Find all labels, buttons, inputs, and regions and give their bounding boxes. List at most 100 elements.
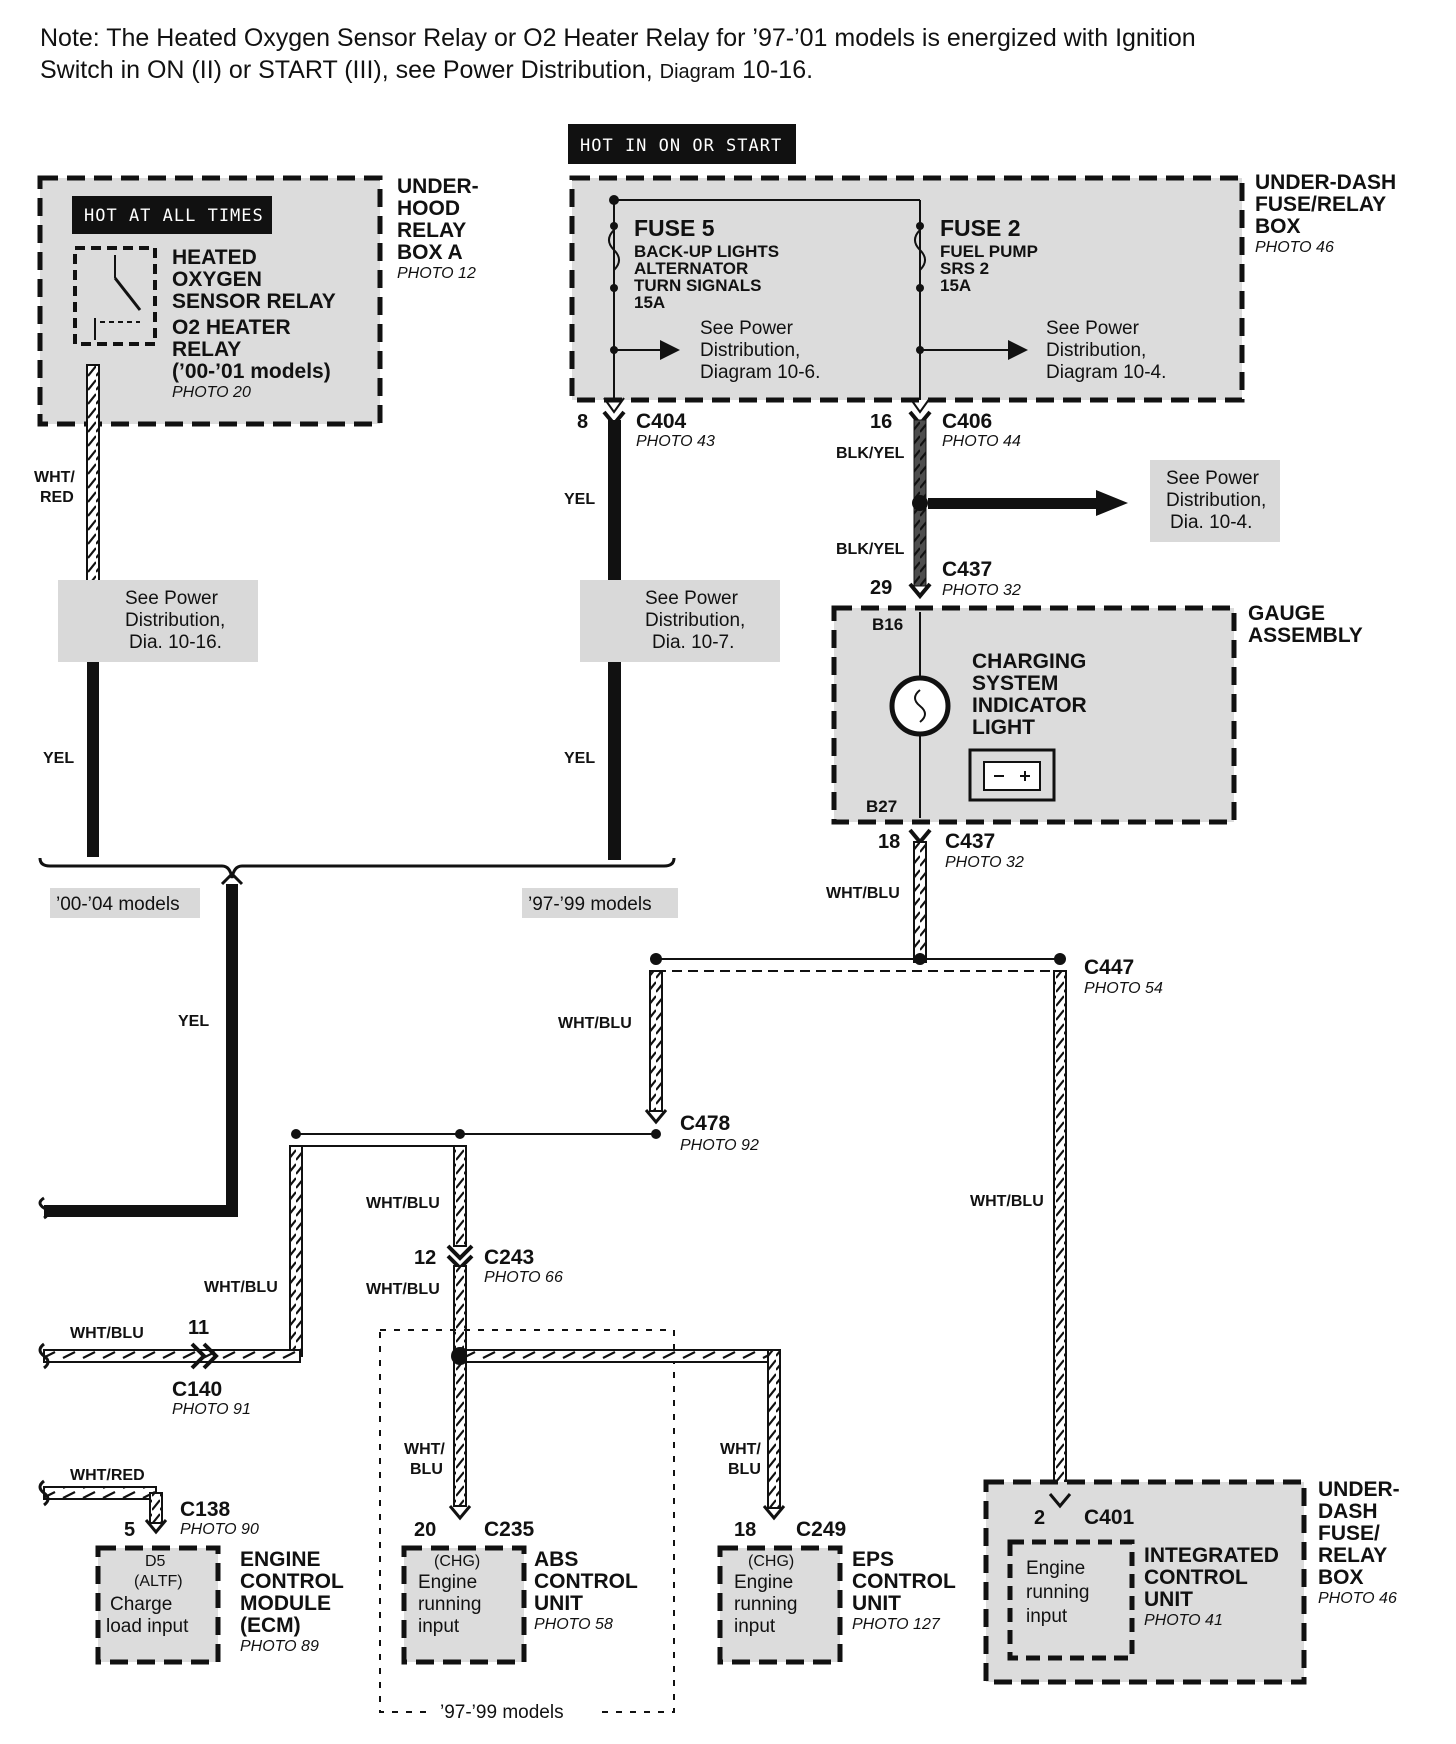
ecm-name-2: CONTROL bbox=[240, 1570, 344, 1593]
gauge-pin-b16: B16 bbox=[872, 615, 903, 634]
fuse-2-icon bbox=[916, 222, 924, 230]
under-hood-name-2: HOOD bbox=[397, 197, 460, 220]
fuse-5-line-4: 15A bbox=[634, 293, 665, 312]
note-line-2: Switch in ON (II) or START (III), see Po… bbox=[40, 56, 813, 84]
c404-wire: 8 C404 PHOTO 43 YEL YEL See Power Distri… bbox=[564, 410, 780, 860]
ecm-pin-4: load input bbox=[106, 1616, 189, 1637]
fuse-5-title: FUSE 5 bbox=[634, 215, 715, 241]
battery-icon bbox=[983, 761, 1041, 791]
hot-in-on-or-start-label: HOT IN ON OR START bbox=[580, 136, 782, 156]
abs-pin-2: Engine bbox=[418, 1572, 477, 1593]
c437-bottom-pin: 18 bbox=[878, 831, 900, 853]
icu-box-photo: PHOTO 46 bbox=[1318, 1590, 1397, 1607]
wire-label-wht-red-2: RED bbox=[40, 489, 74, 506]
ref-left-bg bbox=[58, 580, 258, 662]
fuse-2-line-2: SRS 2 bbox=[940, 259, 989, 278]
c401-pin: 2 bbox=[1034, 1507, 1045, 1529]
icu-name-3: UNIT bbox=[1144, 1588, 1193, 1611]
c406-pin: 16 bbox=[870, 411, 892, 433]
abs-pin-4: input bbox=[418, 1616, 460, 1637]
icu-box-outline bbox=[983, 1479, 1307, 1685]
ref-right-3: Dia. 10-4. bbox=[1170, 512, 1252, 533]
c447-splice: C447 PHOTO 54 WHT/BLU C478 PHOTO 92 WHT/… bbox=[558, 953, 1163, 1494]
ref-diagram-10-4-line-2: Distribution, bbox=[1046, 340, 1146, 361]
eps-name-1: EPS bbox=[852, 1548, 894, 1571]
c140-pin: 11 bbox=[188, 1317, 209, 1339]
relay-line-1: HEATED bbox=[172, 246, 257, 269]
fuse-2-line-1: FUEL PUMP bbox=[940, 242, 1038, 261]
under-dash-name-2: FUSE/RELAY bbox=[1255, 193, 1386, 216]
c138-pin: 5 bbox=[124, 1519, 135, 1541]
gauge-pin-b27: B27 bbox=[866, 797, 897, 816]
hot-at-all-times-banner bbox=[72, 196, 272, 234]
wire-label-yel-left: YEL bbox=[43, 750, 74, 767]
icu-box-name-3: FUSE/ bbox=[1318, 1522, 1380, 1545]
label-00-04-models: ’00-’04 models bbox=[56, 894, 180, 915]
relay-icon bbox=[73, 246, 157, 346]
under-hood-relay-box: HOT AT ALL TIMES UNDER- HOOD RELAY BOX A… bbox=[37, 175, 479, 427]
c243-name: C243 bbox=[484, 1246, 534, 1269]
left-wire: WHT/ RED YEL See Power Distribution, Dia… bbox=[34, 364, 258, 857]
ref-middle-3: Dia. 10-7. bbox=[652, 632, 734, 653]
ref-diagram-10-6-line-1: See Power bbox=[700, 318, 794, 339]
icu-name-1: INTEGRATED bbox=[1144, 1544, 1279, 1567]
abs-outline bbox=[401, 1545, 527, 1665]
wire-label-yel-mid-bottom: YEL bbox=[564, 750, 595, 767]
under-dash-name-1: UNDER-DASH bbox=[1255, 171, 1396, 194]
icu-pin-outline bbox=[1007, 1539, 1135, 1661]
ecm: WHT/RED 5 C138 PHOTO 90 D5 (ALTF) Charge… bbox=[38, 1467, 344, 1665]
c243-photo: PHOTO 66 bbox=[484, 1269, 563, 1286]
abs-pin-3: running bbox=[418, 1594, 481, 1615]
gauge-name-2: ASSEMBLY bbox=[1248, 624, 1363, 647]
wire-label-wht-blu-icu: WHT/BLU bbox=[970, 1193, 1044, 1210]
under-dash-fuse-relay-box: HOT IN ON OR START UNDER-DASH FUSE/RELAY… bbox=[568, 124, 1396, 403]
wire-label-yel-mid-top: YEL bbox=[564, 491, 595, 508]
old-models-region: ’97-’99 models WHT/ BLU WHT/ BLU bbox=[379, 1329, 781, 1726]
ref-middle-bg bbox=[580, 580, 780, 662]
fuse-5-line-3: TURN SIGNALS bbox=[634, 276, 762, 295]
light-line-1: CHARGING bbox=[972, 650, 1086, 673]
wire-label-wht-blu-gauge: WHT/BLU bbox=[826, 885, 900, 902]
ecm-pin-2: (ALTF) bbox=[134, 1573, 183, 1590]
label-97-99-models: ’97-’99 models bbox=[528, 894, 652, 915]
c249-pin: 18 bbox=[734, 1519, 756, 1541]
c140-photo: PHOTO 91 bbox=[172, 1401, 251, 1418]
light-line-3: INDICATOR bbox=[972, 694, 1087, 717]
c437-top-pin: 29 bbox=[870, 577, 892, 599]
label-97-99-models-bottom: ’97-’99 models bbox=[440, 1702, 564, 1723]
gauge-assembly: GAUGE ASSEMBLY B16 B27 CHARGING SYSTEM I… bbox=[831, 602, 1363, 825]
c406-wire: 16 C406 PHOTO 44 BLK/YEL BLK/YEL See Pow… bbox=[836, 410, 1280, 600]
c437-bottom-photo: PHOTO 32 bbox=[945, 854, 1024, 871]
c437-bottom-name: C437 bbox=[945, 830, 995, 853]
icu-photo: PHOTO 41 bbox=[1144, 1612, 1223, 1629]
relay-line-3: SENSOR RELAY bbox=[172, 290, 336, 313]
eps-pin-2: Engine bbox=[734, 1572, 793, 1593]
c404-photo: PHOTO 43 bbox=[636, 433, 715, 450]
ecm-outline bbox=[95, 1545, 221, 1665]
eps-pin-3: running bbox=[734, 1594, 797, 1615]
under-hood-name-3: RELAY bbox=[397, 219, 466, 242]
c406-photo: PHOTO 44 bbox=[942, 433, 1021, 450]
abs-name-1: ABS bbox=[534, 1548, 578, 1571]
c401-name: C401 bbox=[1084, 1506, 1135, 1529]
abs-name-3: UNIT bbox=[534, 1592, 583, 1615]
fuse-2-title: FUSE 2 bbox=[940, 215, 1021, 241]
icu-box-name-1: UNDER- bbox=[1318, 1478, 1400, 1501]
wire-label-eps-1: WHT/ bbox=[720, 1441, 761, 1458]
wire-label-wht-blu-c478: WHT/BLU bbox=[558, 1015, 632, 1032]
eps-name-3: UNIT bbox=[852, 1592, 901, 1615]
c404-name: C404 bbox=[636, 410, 687, 433]
hot-at-all-times-label: HOT AT ALL TIMES bbox=[84, 206, 264, 226]
ecm-pin-1: D5 bbox=[145, 1553, 166, 1570]
icu-pin-3: input bbox=[1026, 1606, 1068, 1627]
wire-label-wht-red-ecm: WHT/RED bbox=[70, 1467, 145, 1484]
light-line-4: LIGHT bbox=[972, 716, 1035, 739]
c140-name: C140 bbox=[172, 1378, 222, 1401]
c447-name: C447 bbox=[1084, 956, 1134, 979]
c478-photo: PHOTO 92 bbox=[680, 1137, 759, 1154]
c249-name: C249 bbox=[796, 1518, 846, 1541]
c478-bus: WHT/BLU WHT/BLU 11 C140 PHOTO 91 WHT/BLU… bbox=[38, 1129, 661, 1507]
wire-label-wht-blu-c140-v: WHT/BLU bbox=[204, 1279, 278, 1296]
ref-diagram-10-4-line-1: See Power bbox=[1046, 318, 1140, 339]
model-year-bracket: ’00-’04 models ’97-’99 models YEL bbox=[38, 857, 678, 1220]
